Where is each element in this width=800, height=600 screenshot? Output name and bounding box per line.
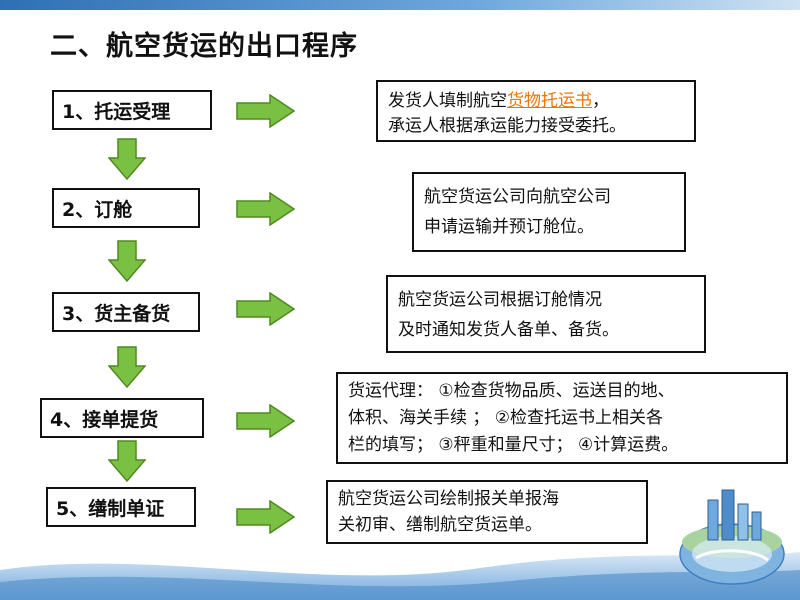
step-2-desc-line-2: 申请运输并预订舱位。: [424, 217, 594, 237]
step-2-label: 2、订舱: [62, 198, 133, 221]
top-accent-bar: [0, 0, 800, 10]
step-4-desc-line-1: 货运代理： ①检查货物品质、运送目的地、: [348, 381, 675, 401]
step-4-description: 货运代理： ①检查货物品质、运送目的地、 体积、海关手续 ； ②检查托运书上相关…: [336, 372, 788, 464]
step-1-desc-line-2: 承运人根据承运能力接受委托。: [388, 116, 626, 136]
step-5-desc-line-2: 关初审、缮制航空货运单。: [338, 515, 542, 535]
down-arrow-4: [108, 440, 146, 482]
step-5-description: 航空货运公司绘制报关单报海 关初审、缮制航空货运单。: [326, 480, 648, 544]
step-2-description: 航空货运公司向航空公司 申请运输并预订舱位。: [412, 172, 686, 252]
step-3-label: 3、货主备货: [62, 302, 171, 325]
step-5-desc-line-1: 航空货运公司绘制报关单报海: [338, 489, 559, 509]
step-5-box: 5、缮制单证: [46, 487, 196, 527]
step-4-box: 4、接单提货: [40, 398, 204, 438]
down-arrow-1: [108, 138, 146, 180]
step-3-description: 航空货运公司根据订舱情况 及时通知发货人备单、备货。: [386, 275, 706, 353]
step-1-box: 1、托运受理: [52, 90, 212, 130]
right-arrow-3: [236, 292, 296, 326]
right-arrow-2: [236, 192, 296, 226]
down-arrow-2: [108, 240, 146, 282]
step-1-desc-comma: ，: [592, 91, 609, 111]
right-arrow-5: [236, 500, 296, 534]
right-arrow-4: [236, 404, 296, 438]
bottom-wave-decoration: [0, 552, 800, 600]
step-3-desc-line-1: 航空货运公司根据订舱情况: [398, 290, 602, 310]
step-4-label: 4、接单提货: [50, 408, 159, 431]
slide-title: 二、航空货运的出口程序: [50, 31, 358, 62]
right-arrow-1: [236, 94, 296, 128]
step-1-desc-line-1: 发货人填制航空: [388, 91, 507, 111]
step-2-desc-line-1: 航空货运公司向航空公司: [424, 187, 611, 207]
step-3-box: 3、货主备货: [52, 292, 200, 332]
step-2-box: 2、订舱: [52, 188, 200, 228]
step-4-desc-line-2: 体积、海关手续 ； ②检查托运书上相关各: [348, 408, 664, 428]
step-3-desc-line-2: 及时通知发货人备单、备货。: [398, 320, 619, 340]
step-4-desc-line-3: 栏的填写； ③秤重和量尺寸； ④计算运费。: [348, 435, 679, 455]
waybill-link[interactable]: 货物托运书: [507, 91, 592, 111]
down-arrow-3: [108, 346, 146, 388]
step-5-label: 5、缮制单证: [56, 497, 165, 520]
step-1-description: 发货人填制航空货物托运书， 承运人根据承运能力接受委托。: [376, 80, 696, 142]
city-globe-illustration: [679, 489, 785, 585]
step-1-label: 1、托运受理: [62, 100, 171, 123]
